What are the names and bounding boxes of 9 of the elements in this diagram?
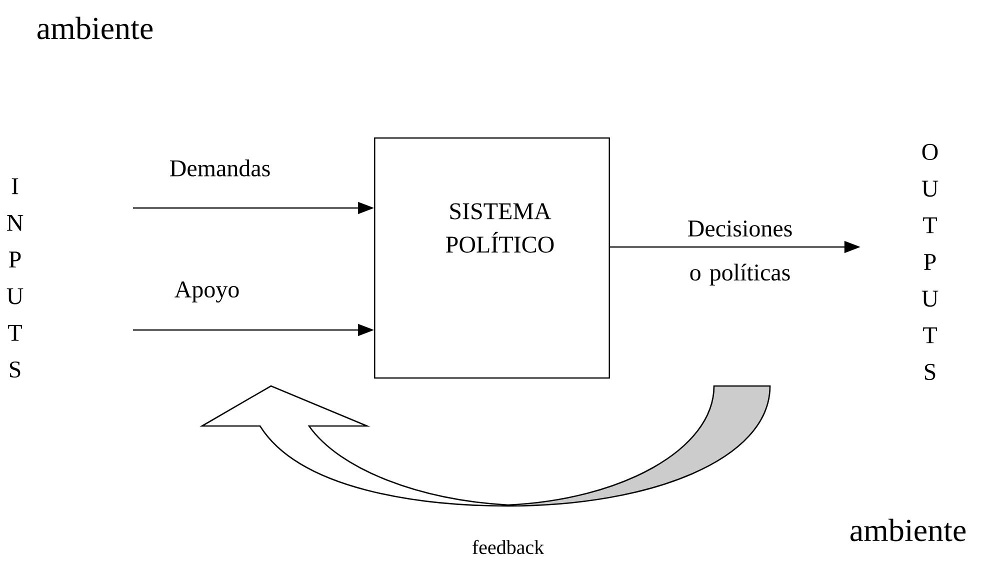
- feedback-label: feedback: [472, 540, 544, 554]
- vertical-label: O U T P U T S: [922, 144, 938, 380]
- edge-label: Demandas: [170, 160, 270, 176]
- ambient-label: ambiente: [850, 518, 966, 542]
- system-box: SISTEMA POLÍTICO: [374, 137, 610, 379]
- vertical-label: I N P U T S: [6, 178, 24, 378]
- edge-label: Apoyo: [174, 281, 239, 302]
- ambient-label: ambiente: [38, 16, 153, 40]
- edge-label: Decisiones o políticas: [688, 220, 792, 286]
